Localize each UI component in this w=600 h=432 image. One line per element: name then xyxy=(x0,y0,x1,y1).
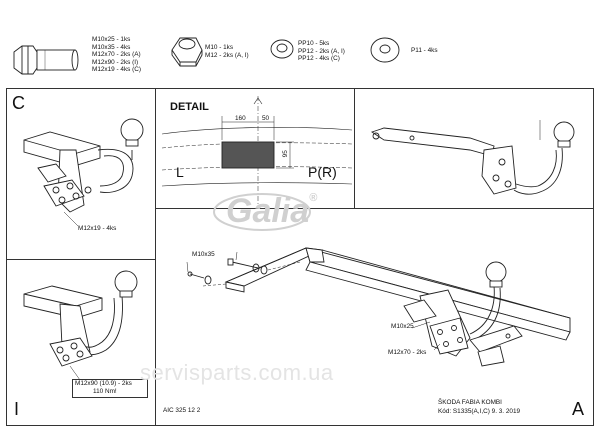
nut-spec-0: M10 - 1ks xyxy=(205,44,234,51)
nut-specs-list: M10 - 1ks M12 - 2ks (A, I) xyxy=(205,44,249,59)
washer-spec-0: PP10 - 5ks xyxy=(298,40,330,47)
bolt-spec-0: M10x25 - 1ks xyxy=(92,36,131,43)
detail-hatched-block xyxy=(221,141,275,169)
detail-dim-height: 95 xyxy=(281,150,289,158)
watermark: servisparts.com.ua xyxy=(140,360,334,385)
bolt-spec-2: M12x70 - 2ks (A) xyxy=(92,51,141,59)
detail-right-label: P(R) xyxy=(308,164,337,180)
panel-i-drawing xyxy=(23,270,138,381)
detail-dim-offset: 50 xyxy=(262,115,270,122)
footer-kod: Kód: S1335(A,I,C) 9. 3. 2019 xyxy=(438,408,521,415)
bolt-spec-4: M12x19 - 4ks (C) xyxy=(92,66,142,74)
panel-c-drawing xyxy=(23,118,144,227)
panel-a-frame xyxy=(155,208,594,426)
panel-i-bolt-label-2: 110 Nm! xyxy=(93,388,117,395)
large-washer-spec: P11 - 4ks xyxy=(411,47,438,54)
bolt-spec-3: M12x90 - 2ks (I) xyxy=(92,58,139,66)
galia-logo-text: Galia xyxy=(226,192,310,230)
washer-spec-2: PP12 - 4ks (C) xyxy=(298,55,340,63)
panel-i-letter: I xyxy=(14,399,20,419)
nut-icon xyxy=(171,37,203,67)
top-right-sketch xyxy=(370,120,575,195)
detail-dim-width: 160 xyxy=(235,115,246,122)
washer-spec-1: PP12 - 2ks (A, I) xyxy=(298,47,345,55)
galia-logo: Galia® xyxy=(226,192,317,231)
panel-i-bolt-label-1: M12x90 (10.9) - 2ks xyxy=(75,380,132,387)
nut-spec-1: M12 - 2ks (A, I) xyxy=(205,51,249,59)
bolt-spec-1: M10x35 - 4ks xyxy=(92,43,131,51)
panel-i-bolt-box xyxy=(72,379,148,398)
detail-title: DETAIL xyxy=(170,101,209,113)
detail-left-label: L xyxy=(176,164,184,180)
galia-logo-mark: ® xyxy=(309,192,318,204)
bolt-icon xyxy=(13,45,79,75)
footer-vehicle: ŠKODA FABIA KOMBI xyxy=(438,399,502,406)
panel-c-bolt-label: M12x19 - 4ks xyxy=(78,225,117,232)
panel-a-bolt-m10x25: M10x25 xyxy=(391,323,414,330)
bolt-specs-list: M10x25 - 1ks M10x35 - 4ks M12x70 - 2ks (… xyxy=(92,36,141,74)
panel-a-bolt-m12x70: M12x70 - 2ks xyxy=(388,349,427,356)
washer-specs-list: PP10 - 5ks PP12 - 2ks (A, I) PP12 - 4ks … xyxy=(298,40,345,63)
footer-code: AIC 325 12 2 xyxy=(163,407,201,414)
panel-c-letter: C xyxy=(12,93,25,113)
panel-a-letter: A xyxy=(572,399,585,419)
panel-a-drawing xyxy=(186,247,571,367)
washer-large-icon xyxy=(370,37,400,63)
logo-swoosh xyxy=(213,193,311,231)
panel-a-bolt-m10x35: M10x35 xyxy=(192,251,215,258)
washer-small-icon xyxy=(270,39,294,59)
